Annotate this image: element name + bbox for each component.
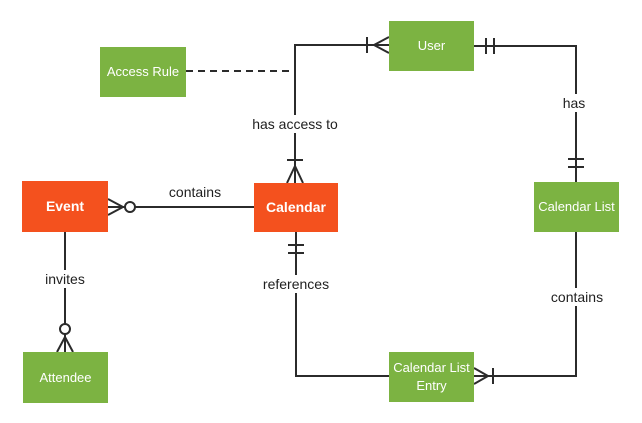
entity-user-label: User <box>417 38 446 54</box>
entity-calendar: Calendar <box>254 183 338 232</box>
entity-event-label: Event <box>45 198 85 215</box>
entity-event: Event <box>22 181 108 232</box>
connector-references <box>288 232 389 377</box>
relationship-label-contains-event: contains <box>164 183 226 201</box>
connector-has <box>474 38 584 182</box>
entity-calendar-list-label: Calendar List <box>538 199 615 215</box>
connector-invites <box>56 232 74 353</box>
relationship-label-has-access-to: has access to <box>248 115 342 133</box>
entity-attendee: Attendee <box>23 352 108 403</box>
connector-contains-entry <box>473 232 577 385</box>
relationship-label-references: references <box>258 275 334 293</box>
connector-contains-event <box>107 198 254 216</box>
entity-user: User <box>389 21 474 71</box>
entity-access-rule: Access Rule <box>100 47 186 97</box>
relationship-label-contains-entry: contains <box>546 288 608 306</box>
relationship-label-has: has <box>558 94 590 112</box>
entity-calendar-list-entry-label: Calendar List Entry <box>393 360 470 393</box>
connector-has-access-to <box>286 36 390 184</box>
relationship-label-invites: invites <box>41 270 89 288</box>
entity-access-rule-label: Access Rule <box>106 64 180 80</box>
entity-calendar-label: Calendar <box>266 199 326 216</box>
entity-calendar-list: Calendar List <box>534 182 619 232</box>
entity-calendar-list-entry: Calendar List Entry <box>389 352 474 402</box>
entity-attendee-label: Attendee <box>39 369 92 385</box>
